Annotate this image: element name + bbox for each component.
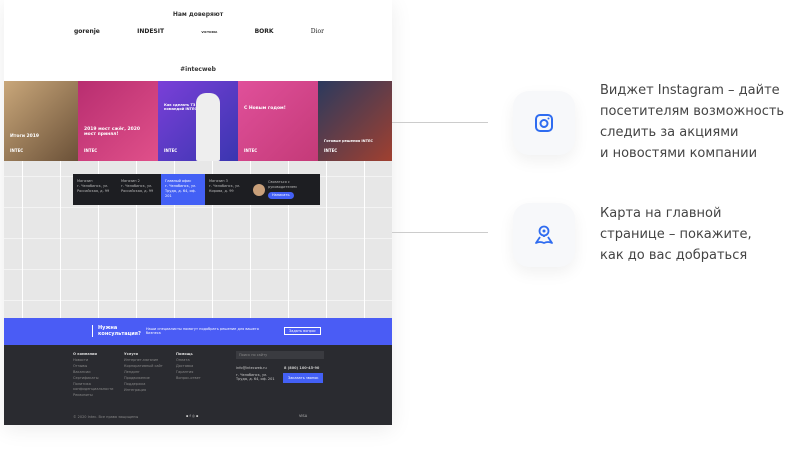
manager-avatar — [253, 183, 265, 196]
footer-link[interactable]: Продвижение — [124, 376, 150, 380]
footer-link[interactable]: Отзывы — [73, 364, 88, 368]
logo-gorenje: gorenje — [74, 28, 100, 35]
footer-phone[interactable]: 8 (800) 100-45-90 — [284, 366, 320, 370]
footer-email[interactable]: info@intecweb.ru — [236, 366, 267, 370]
connector-line — [392, 122, 488, 123]
hashtag-title: #intecweb — [180, 66, 216, 73]
manager-label: Связаться с руководителем — [268, 180, 297, 189]
instagram-icon — [535, 114, 553, 132]
connector-line — [392, 232, 488, 233]
footer-link[interactable]: Сертификаты — [73, 376, 99, 380]
trust-title: Нам доверяют — [172, 11, 224, 18]
map-feature-card — [513, 203, 575, 267]
logo-dior: Dior — [310, 28, 324, 35]
footer-link[interactable]: Интернет-магазин — [124, 358, 159, 362]
instagram-post[interactable]: 2019 мост сжёг, 2020 мост принял!INTEC — [78, 81, 158, 161]
logo-bork: BORK — [254, 28, 274, 35]
map-pin-icon — [535, 225, 553, 244]
manager-button[interactable]: Написать — [268, 192, 294, 199]
band-title: Нужна консультация? — [92, 325, 141, 337]
footer-link[interactable]: Гарантия — [176, 370, 194, 374]
footer-link[interactable]: Интеграция — [124, 388, 147, 392]
instagram-post[interactable]: С Новым годом!INTEC — [238, 81, 318, 161]
footer-link[interactable]: Вакансии — [73, 370, 91, 374]
consultation-band: Нужна консультация? Наши специалисты пом… — [4, 318, 392, 345]
logo-victoria: VICTORIA — [201, 29, 218, 34]
footer-link[interactable]: Корпоративный сайт — [124, 364, 163, 368]
footer-link[interactable]: Поддержка — [124, 382, 146, 386]
footer-search-input[interactable]: Поиск по сайту — [236, 351, 324, 359]
band-button[interactable]: Задать вопрос — [284, 327, 321, 335]
payment-visa: VISA — [299, 414, 308, 418]
footer-link[interactable]: Вопрос-ответ — [176, 376, 201, 380]
footer-link[interactable]: Оплата — [176, 358, 190, 362]
footer-address: г. Челябинск, ул. Труда, д. 64, оф. 201 — [236, 373, 275, 381]
copyright: © 2020 Intec. Все права защищены — [73, 415, 139, 419]
instagram-feature-card — [513, 91, 575, 155]
call-button[interactable]: Заказать звонок — [283, 373, 324, 383]
footer-link[interactable]: Политика конфиденциальности — [73, 382, 114, 391]
footer-link[interactable]: Лендинг — [124, 370, 140, 374]
social-icons[interactable]: ▪ f ◎ ▪ — [186, 414, 199, 418]
band-text: Наши специалисты помогут подобрать решен… — [146, 327, 259, 335]
footer-link[interactable]: Реквизиты — [73, 393, 93, 397]
footer-link[interactable]: Новости — [73, 358, 89, 362]
footer-link[interactable]: Доставка — [176, 364, 194, 368]
website-mockup: Нам доверяют gorenje INDESIT VICTORIA BO… — [4, 0, 392, 425]
logo-indesit: INDESIT — [137, 28, 165, 35]
partner-logos: gorenje INDESIT VICTORIA BORK Dior — [74, 28, 324, 35]
